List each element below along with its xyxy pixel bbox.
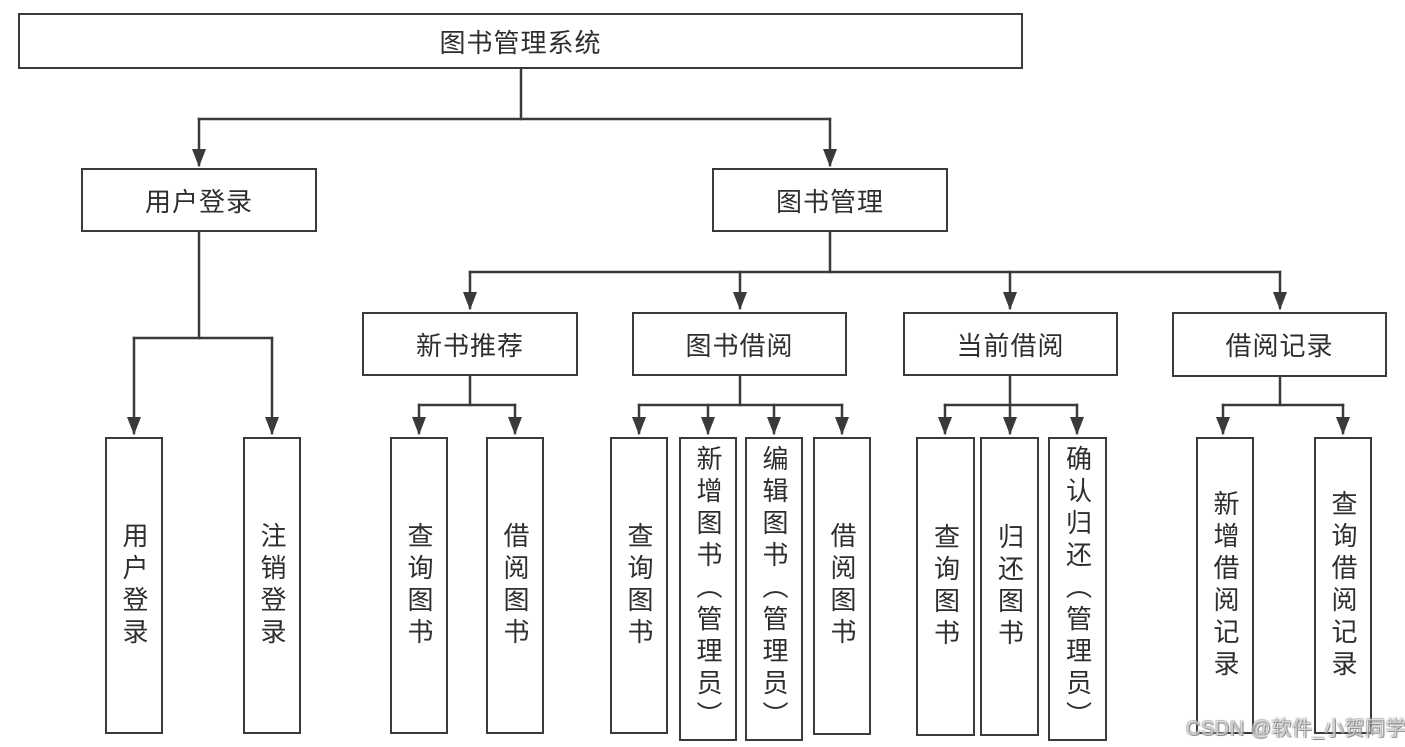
node-new-book-recommend: 新书推荐: [362, 312, 578, 376]
node-current-borrow: 当前借阅: [903, 312, 1118, 376]
leaf-add-books-admin-label: 新增图书（管理员）: [693, 445, 723, 733]
leaf-borrow-books-recommend: 借阅图书: [486, 437, 544, 734]
leaf-borrow-books: 借阅图书: [813, 437, 871, 735]
leaf-add-borrow-record-label: 新增借阅记录: [1210, 489, 1240, 682]
leaf-add-borrow-record: 新增借阅记录: [1196, 437, 1254, 734]
node-current-borrow-label: 当前借阅: [956, 330, 1065, 361]
leaf-add-books-admin: 新增图书（管理员）: [679, 437, 737, 741]
leaf-confirm-return-admin-label: 确认归还（管理员）: [1062, 445, 1093, 733]
node-book-borrow: 图书借阅: [632, 312, 847, 376]
leaf-query-books-borrow: 查询图书: [610, 437, 668, 734]
node-book-management-label: 图书管理: [775, 186, 884, 217]
node-borrow-records-label: 借阅记录: [1225, 331, 1334, 361]
leaf-query-books-borrow-label: 查询图书: [624, 521, 654, 650]
leaf-return-books-label: 归还图书: [994, 522, 1025, 651]
node-new-book-recommend-label: 新书推荐: [415, 330, 524, 361]
node-borrow-records: 借阅记录: [1172, 312, 1387, 377]
csdn-watermark: CSDN @软件_小贺同学: [1186, 718, 1405, 740]
leaf-query-books-current-label: 查询图书: [930, 522, 961, 651]
node-book-management: 图书管理: [712, 168, 948, 232]
node-book-borrow-label: 图书借阅: [685, 330, 794, 361]
node-user-login-label: 用户登录: [144, 186, 253, 217]
node-root-system: 图书管理系统: [18, 13, 1023, 69]
leaf-query-borrow-record-label: 查询借阅记录: [1328, 489, 1358, 682]
leaf-edit-books-admin-label: 编辑图书（管理员）: [759, 445, 789, 733]
leaf-user-login-label: 用户登录: [119, 521, 149, 650]
leaf-edit-books-admin: 编辑图书（管理员）: [745, 437, 803, 741]
leaf-user-login: 用户登录: [105, 437, 163, 734]
leaf-return-books: 归还图书: [980, 437, 1039, 736]
node-root-label: 图书管理系统: [439, 27, 602, 58]
leaf-borrow-books-recommend-label: 借阅图书: [500, 521, 530, 650]
leaf-confirm-return-admin: 确认归还（管理员）: [1048, 437, 1107, 741]
leaf-logout: 注销登录: [243, 437, 301, 734]
leaf-query-books-current: 查询图书: [916, 437, 975, 736]
leaf-query-borrow-record: 查询借阅记录: [1314, 437, 1372, 734]
leaf-borrow-books-label: 借阅图书: [827, 522, 857, 650]
node-user-login: 用户登录: [81, 168, 317, 232]
leaf-logout-label: 注销登录: [257, 521, 287, 650]
leaf-query-books-recommend-label: 查询图书: [404, 521, 434, 650]
leaf-query-books-recommend: 查询图书: [390, 437, 448, 734]
connector-group: [127, 67, 1350, 435]
